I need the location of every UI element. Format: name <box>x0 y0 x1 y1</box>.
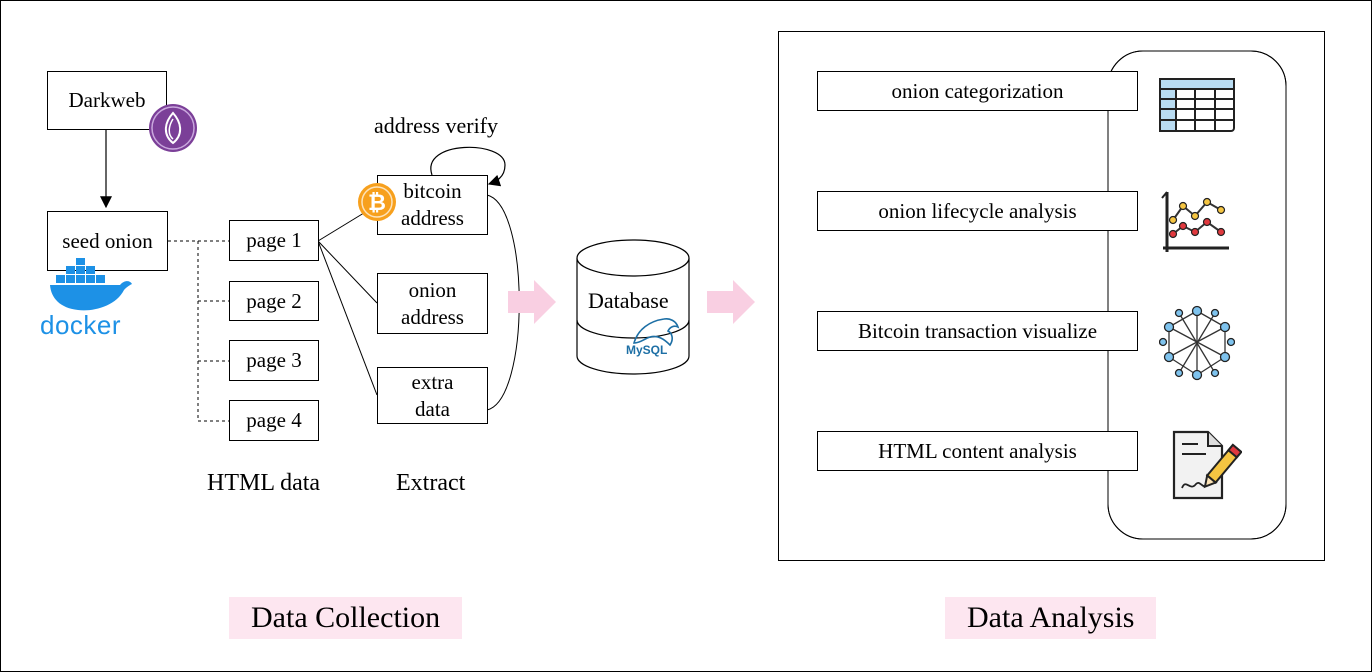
html-data-label: HTML data <box>207 470 321 496</box>
onion-address-line2: address <box>401 304 464 329</box>
flow-arrow-icon <box>508 280 556 324</box>
mysql-wordmark: MySQL <box>626 343 668 357</box>
extra-data-line1: extra <box>411 369 454 394</box>
docker-icon: docker <box>38 256 138 340</box>
seed-onion-node: seed onion <box>47 211 168 271</box>
page-node: page 4 <box>229 400 319 441</box>
analysis-item-label: Bitcoin transaction visualize <box>857 318 1098 343</box>
bitcoin-icon: ₿ <box>357 182 397 227</box>
analysis-item: HTML content analysis <box>817 431 1138 471</box>
extract-label: Extract <box>396 470 466 496</box>
extra-data-line2: data <box>415 396 450 421</box>
mysql-icon: MySQL <box>624 313 688 365</box>
seed-onion-label: seed onion <box>62 228 153 253</box>
analysis-item: onion categorization <box>817 71 1138 111</box>
tor-icon <box>148 103 198 158</box>
table-icon <box>1159 78 1235 132</box>
page-node: page 3 <box>229 340 319 381</box>
onion-address-line1: onion <box>408 277 457 302</box>
svg-text:₿: ₿ <box>368 191 386 216</box>
page-node: page 2 <box>229 281 319 321</box>
analysis-item-label: onion categorization <box>891 78 1064 103</box>
database-label: Database <box>588 288 669 313</box>
onion-address-node: onion address <box>377 273 488 334</box>
page-label: page 1 <box>246 228 302 252</box>
darkweb-label: Darkweb <box>68 88 146 112</box>
address-verify-label: address verify <box>374 113 499 138</box>
page-node: page 1 <box>229 220 319 261</box>
network-graph-icon <box>1159 305 1235 381</box>
extra-data-node: extra data <box>377 367 488 424</box>
bitcoin-address-line2: address <box>401 206 464 230</box>
line-chart-icon <box>1161 191 1229 252</box>
database-icon <box>576 239 690 375</box>
darkweb-node: Darkweb <box>47 71 167 130</box>
analysis-item: Bitcoin transaction visualize <box>817 311 1138 351</box>
bitcoin-address-node: bitcoin address <box>377 175 488 235</box>
analysis-item-label: onion lifecycle analysis <box>878 198 1077 223</box>
docker-wordmark: docker <box>40 310 122 340</box>
analysis-item-label: HTML content analysis <box>878 438 1077 463</box>
page-label: page 2 <box>246 288 302 313</box>
flow-arrow-icon <box>707 280 755 324</box>
analysis-item: onion lifecycle analysis <box>817 191 1138 231</box>
data-collection-title: Data Collection <box>229 597 463 639</box>
document-pen-icon <box>1172 430 1242 500</box>
analysis-panel <box>778 31 1325 561</box>
bitcoin-address-line1: bitcoin <box>403 179 462 203</box>
data-analysis-title: Data Analysis <box>945 597 1157 639</box>
page-label: page 4 <box>246 408 302 432</box>
page-label: page 3 <box>246 348 302 372</box>
